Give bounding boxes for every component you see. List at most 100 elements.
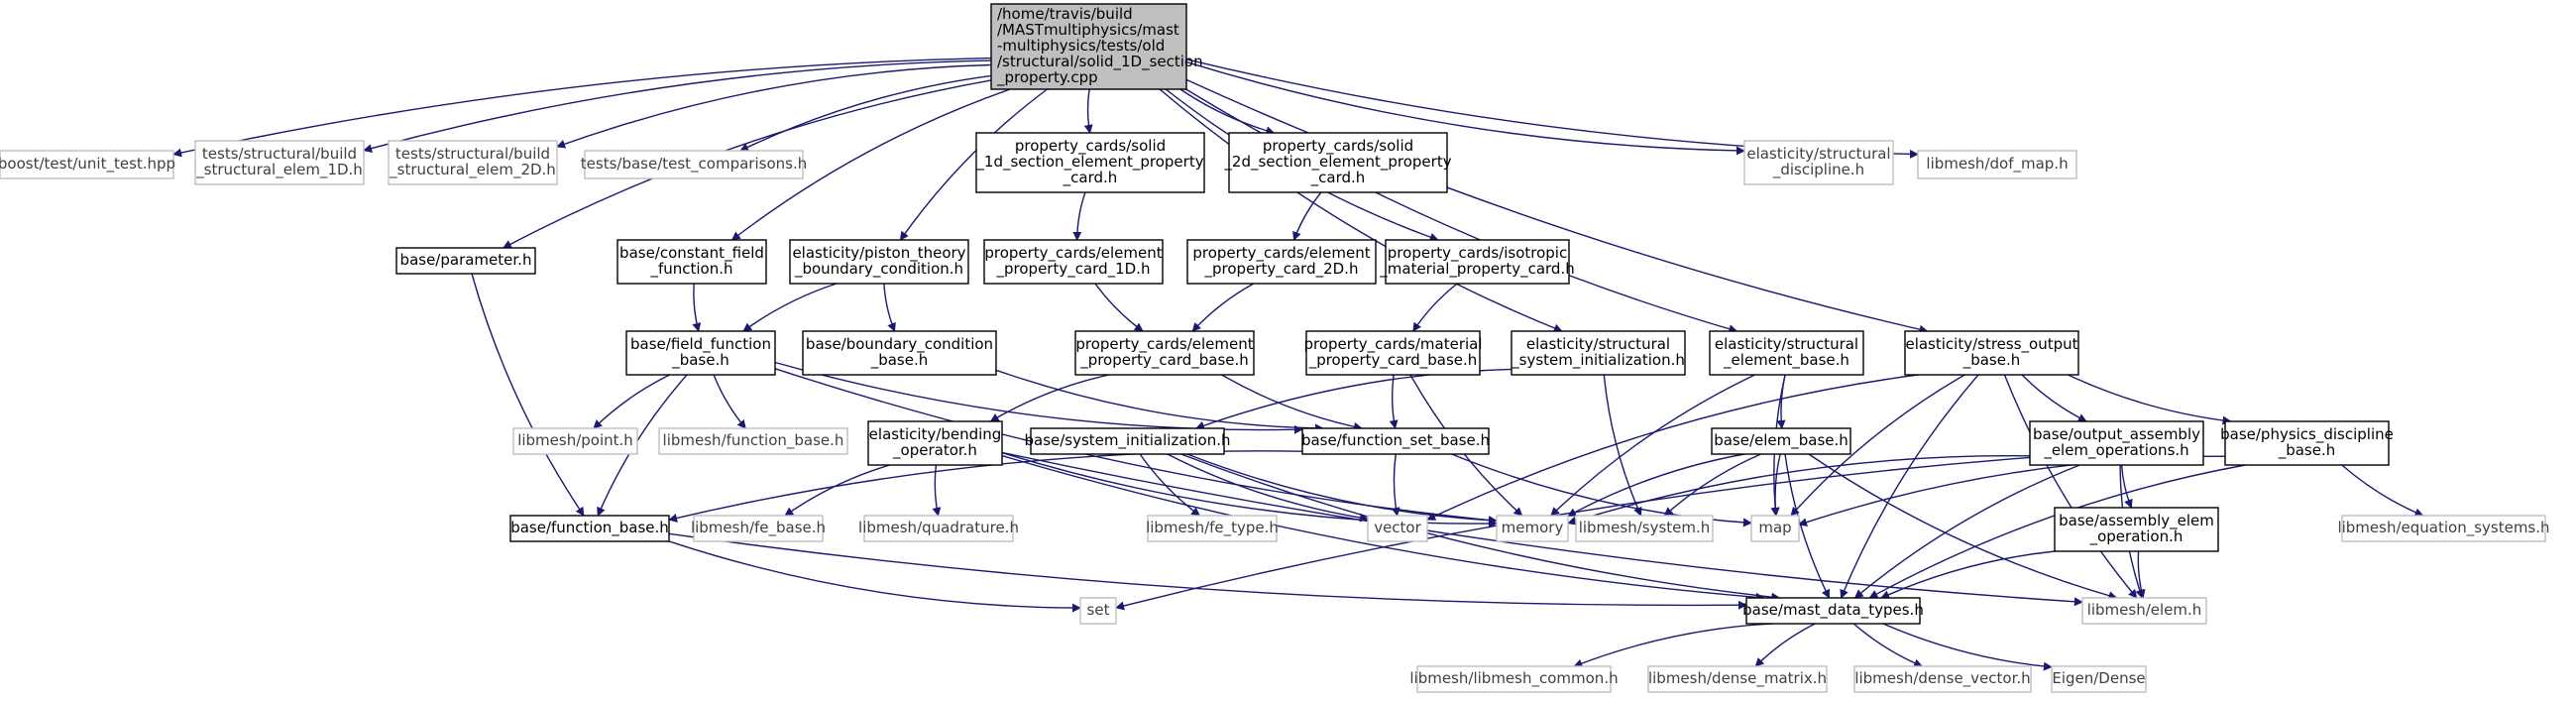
- edge-sysinit-to-fetype: [1139, 453, 1201, 517]
- node-outasm[interactable]: base/output_assembly_elem_operations.h: [2029, 420, 2204, 466]
- node-box-fieldfn: [625, 330, 776, 376]
- node-label-eqsys-line-0: libmesh/equation_systems.h: [2337, 519, 2549, 537]
- node-label-root-line-2: -multiphysics/tests/old: [997, 37, 1165, 55]
- node-fieldfn[interactable]: base/field_function_base.h: [625, 330, 776, 376]
- nodes-layer: /home/travis/build/MASTmultiphysics/mast…: [0, 3, 2550, 693]
- node-label-fieldfn-line-1: _base.h: [671, 351, 729, 370]
- node-elempcb[interactable]: property_cards/element_property_card_bas…: [1074, 330, 1255, 376]
- node-set: set: [1079, 597, 1117, 625]
- node-root[interactable]: /home/travis/build/MASTmultiphysics/mast…: [990, 3, 1203, 90]
- node-asmelem[interactable]: base/assembly_elem_operation.h: [2054, 507, 2219, 552]
- node-label-elempcb-line-0: property_cards/element: [1075, 335, 1253, 354]
- edge-bcbase-to-fnset: [995, 369, 1324, 433]
- edge-solid2d-to-elem2d: [1292, 191, 1322, 241]
- edge-elempcb-to-bending: [989, 374, 1110, 422]
- node-label-lfnbase-line-0: libmesh/function_base.h: [663, 431, 844, 450]
- node-build1d: tests/structural/build_structural_elem_1…: [194, 140, 365, 185]
- node-elem2d[interactable]: property_cards/element_property_card_2D.…: [1186, 239, 1377, 285]
- edge-isotropic-to-matpcb: [1412, 283, 1458, 332]
- node-label-structelem-line-1: _element_base.h: [1723, 351, 1849, 370]
- edge-mast-to-densemat: [1754, 623, 1816, 667]
- node-label-solid1d-line-2: _card.h: [1063, 169, 1118, 187]
- node-box-bending: [867, 420, 1003, 466]
- node-label-febase-line-0: libmesh/fe_base.h: [691, 519, 826, 537]
- node-box-elem1d: [983, 239, 1164, 285]
- edge-bending-to-febase: [784, 464, 891, 517]
- node-structdisc: elasticity/structural_discipline.h: [1743, 140, 1894, 185]
- node-box-physdisc: [2224, 420, 2390, 466]
- edge-fieldfn-to-lfnbase: [713, 374, 746, 429]
- node-label-build1d-line-0: tests/structural/build: [202, 145, 357, 163]
- node-testcmp: tests/base/test_comparisons.h: [581, 150, 807, 179]
- node-densemat: libmesh/dense_matrix.h: [1647, 665, 1828, 693]
- edge-solid1d-to-elem1d: [1072, 191, 1086, 241]
- node-piston[interactable]: elasticity/piston_theory_boundary_condit…: [789, 239, 969, 285]
- edge-fieldfn-to-fnset: [774, 361, 1303, 434]
- edge-root-to-build1d: [363, 59, 992, 154]
- edge-physdisc-to-mast: [1868, 464, 2246, 599]
- node-box-elem2d: [1186, 239, 1377, 285]
- node-box-lcommon: [1416, 665, 1612, 693]
- node-fnbase[interactable]: base/function_base.h: [509, 515, 670, 542]
- node-build2d: tests/structural/build_structural_elem_2…: [388, 140, 558, 185]
- node-label-memory-line-0: memory: [1502, 519, 1564, 536]
- node-label-outasm-line-1: _elem_operations.h: [2043, 441, 2188, 460]
- node-physdisc[interactable]: base/physics_discipline_base.h: [2220, 420, 2394, 466]
- node-label-asmelem-line-0: base/assembly_elem: [2059, 512, 2214, 530]
- node-stressout[interactable]: elasticity/stress_output_base.h: [1904, 330, 2079, 376]
- edge-matpcb-to-fnset: [1389, 374, 1399, 429]
- node-box-mast: [1745, 597, 1921, 625]
- node-elembase[interactable]: base/elem_base.h: [1711, 427, 1851, 455]
- node-bcbase[interactable]: base/boundary_condition_base.h: [802, 330, 997, 376]
- edge-mast-to-eigen: [1882, 623, 2053, 671]
- node-box-lsystem: [1575, 515, 1714, 542]
- node-label-fnbase-line-0: base/function_base.h: [510, 519, 669, 537]
- node-bending[interactable]: elasticity/bending_operator.h: [867, 420, 1003, 466]
- node-label-solid2d-line-1: _2d_section_element_property: [1223, 153, 1451, 172]
- node-unit_test: boost/test/unit_test.hpp: [0, 150, 175, 179]
- node-label-physdisc-line-0: base/physics_discipline: [2220, 425, 2394, 444]
- edge-outasm-to-asmelem: [2120, 464, 2133, 509]
- node-box-densemat: [1647, 665, 1828, 693]
- node-label-build2d-line-1: _structural_elem_2D.h: [389, 161, 556, 179]
- node-label-unit_test-line-0: boost/test/unit_test.hpp: [0, 155, 175, 174]
- node-isotropic[interactable]: property_cards/isotropic_material_proper…: [1379, 239, 1575, 285]
- node-box-lelem: [2081, 597, 2207, 625]
- node-elem1d[interactable]: property_cards/element_property_card_1D.…: [983, 239, 1164, 285]
- node-label-elembase-line-0: base/elem_base.h: [1714, 431, 1848, 450]
- edge-physdisc-to-eqsys: [2341, 464, 2424, 517]
- edges-layer: [172, 57, 2424, 671]
- node-fnset[interactable]: base/function_set_base.h: [1301, 427, 1490, 455]
- edge-fieldfn-to-point: [593, 374, 671, 429]
- node-solid2d[interactable]: property_cards/solid_2d_section_element_…: [1223, 132, 1452, 193]
- node-constfield[interactable]: base/constant_field_function.h: [616, 239, 767, 285]
- node-solid1d[interactable]: property_cards/solid_1d_section_element_…: [975, 132, 1205, 193]
- node-box-testcmp: [584, 150, 804, 179]
- node-box-febase: [693, 515, 824, 542]
- node-label-structsys-line-1: _system_initialization.h: [1511, 351, 1685, 370]
- node-label-structelem-line-0: elasticity/structural: [1715, 335, 1858, 353]
- node-parameter[interactable]: base/parameter.h: [395, 247, 536, 275]
- edge-root-to-solid1d: [1083, 88, 1093, 134]
- node-label-fieldfn-line-0: base/field_function: [630, 335, 771, 354]
- node-box-build1d: [194, 140, 365, 185]
- node-eigen: Eigen/Dense: [2051, 665, 2147, 693]
- node-structelem[interactable]: elasticity/structural_element_base.h: [1709, 330, 1864, 376]
- node-label-structdisc-line-0: elasticity/structural: [1746, 145, 1890, 163]
- edge-root-to-structelem: [1185, 88, 1738, 334]
- node-vector: vector: [1367, 515, 1428, 542]
- node-box-fnbase: [509, 515, 670, 542]
- node-structsys[interactable]: elasticity/structural_system_initializat…: [1511, 330, 1686, 376]
- edge-stressout-to-lelem: [2003, 374, 2138, 599]
- node-label-solid1d-line-1: _1d_section_element_property: [975, 153, 1203, 172]
- node-label-constfield-line-1: _function.h: [649, 260, 732, 279]
- node-mast[interactable]: base/mast_data_types.h: [1742, 597, 1924, 625]
- node-box-vector: [1367, 515, 1428, 542]
- edge-constfield-to-fieldfn: [692, 283, 702, 332]
- edge-structsys-to-sysinit: [1195, 368, 1512, 430]
- node-label-elem2d-line-1: _property_card_2D.h: [1204, 260, 1359, 279]
- node-sysinit[interactable]: base/system_initialization.h: [1024, 427, 1231, 455]
- node-matpcb[interactable]: property_cards/material_property_card_ba…: [1303, 330, 1483, 376]
- node-label-sysinit-line-0: base/system_initialization.h: [1024, 431, 1230, 450]
- node-lfnbase: libmesh/function_base.h: [658, 427, 848, 455]
